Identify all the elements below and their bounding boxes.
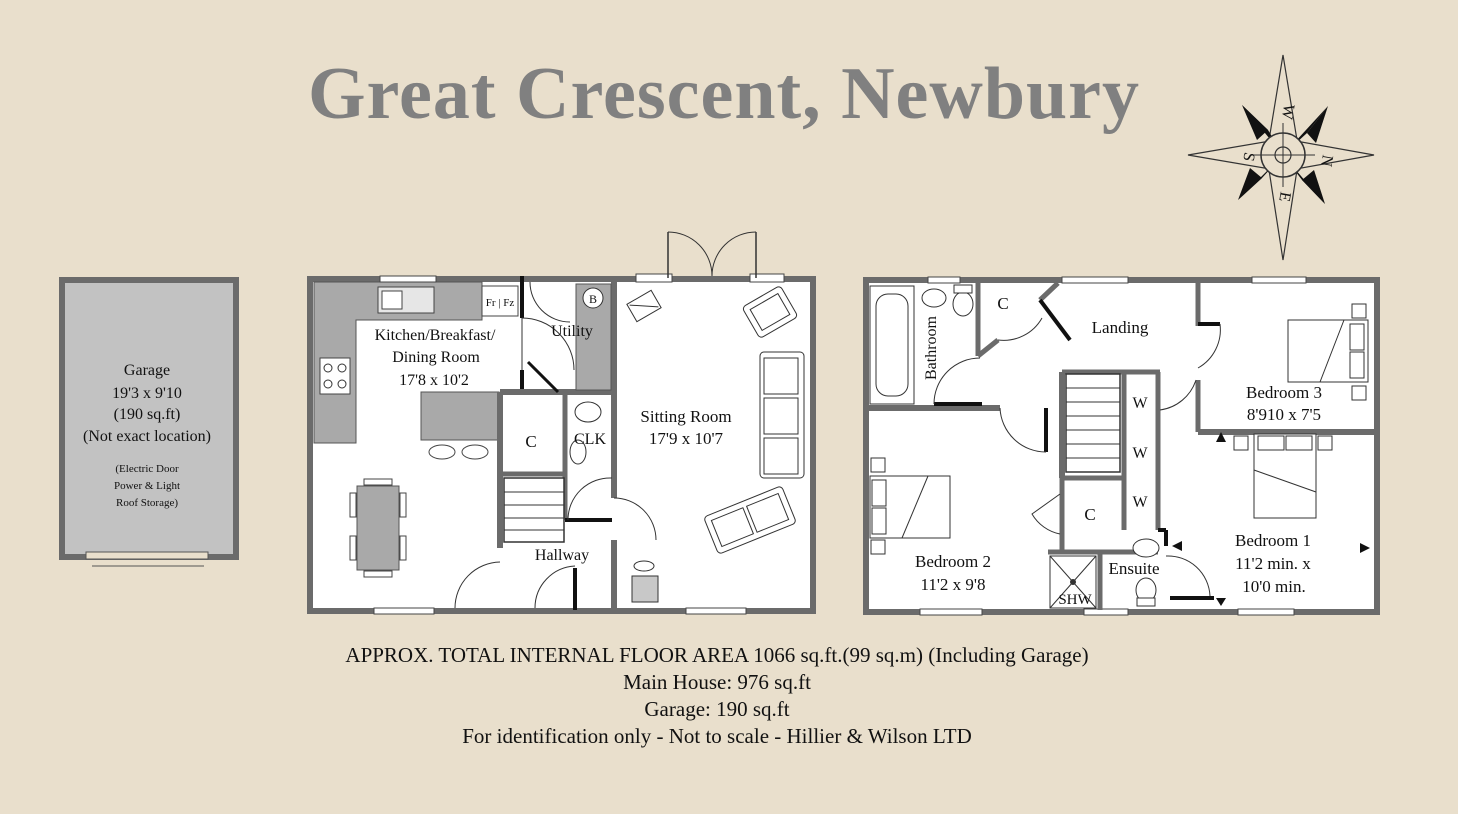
kitchen-size: 17'8 x 10'2 bbox=[399, 372, 469, 389]
wardrobe-label-2: W bbox=[1132, 445, 1148, 462]
bedroom1-label: Bedroom 1 bbox=[1235, 531, 1311, 550]
sitting-room-size: 17'9 x 10'7 bbox=[649, 429, 724, 448]
landing-label: Landing bbox=[1092, 318, 1149, 337]
ground-cupboard-label: C bbox=[525, 432, 536, 451]
first-cupboard-top-label: C bbox=[997, 294, 1008, 313]
stool-icon bbox=[428, 444, 456, 460]
sofa-icon bbox=[759, 351, 805, 479]
garage-door bbox=[85, 551, 209, 560]
bed-icon bbox=[869, 457, 951, 555]
disclaimer-line: For identification only - Not to scale -… bbox=[462, 724, 972, 748]
basin-icon bbox=[921, 288, 947, 308]
page-title: Great Crescent, Newbury bbox=[307, 53, 1140, 135]
wardrobe-label-1: W bbox=[1132, 395, 1148, 412]
garage-name: Garage bbox=[124, 362, 170, 379]
kitchen-label-2: Dining Room bbox=[392, 349, 480, 366]
ensuite-label: Ensuite bbox=[1109, 559, 1160, 578]
hob-icon bbox=[319, 357, 351, 395]
fridge-freezer-icon bbox=[481, 285, 519, 317]
arrow-down-icon bbox=[1216, 598, 1226, 606]
kitchen-label-1: Kitchen/Breakfast/ bbox=[375, 327, 496, 344]
first-floor-stairs bbox=[1065, 373, 1121, 473]
fridge-freezer-label: Fr | Fz bbox=[486, 297, 515, 309]
compass-e-label: E bbox=[1275, 190, 1293, 203]
kitchen-counter bbox=[313, 281, 483, 444]
lamp-table-icon bbox=[631, 560, 659, 603]
arrow-right-icon bbox=[1360, 543, 1370, 553]
clk-label: CLK bbox=[574, 431, 606, 448]
arrow-up-icon bbox=[1216, 432, 1226, 442]
hallway-label: Hallway bbox=[535, 547, 589, 564]
compass-s-label: S bbox=[1239, 151, 1257, 163]
dining-table-icon bbox=[356, 485, 400, 571]
basin-icon bbox=[569, 439, 587, 465]
compass-n-label: N bbox=[1317, 154, 1336, 169]
utility-label: Utility bbox=[551, 323, 593, 340]
toilet-icon bbox=[574, 401, 602, 423]
garage-extra-1: (Electric Door bbox=[115, 463, 179, 475]
ground-stairs bbox=[503, 477, 565, 543]
main-house-area-line: Main House: 976 sq.ft bbox=[623, 670, 811, 694]
bedroom3-size: 8'910 x 7'5 bbox=[1247, 405, 1321, 424]
bedroom3-label: Bedroom 3 bbox=[1246, 383, 1322, 402]
bedroom1-size-1: 11'2 min. x bbox=[1235, 554, 1311, 573]
bed-icon bbox=[1233, 433, 1333, 519]
garage-note: (Not exact location) bbox=[83, 428, 211, 445]
toilet-icon bbox=[952, 291, 974, 317]
garage-area-line: Garage: 190 sq.ft bbox=[644, 697, 790, 721]
lamp-icon bbox=[626, 289, 662, 323]
shower-icon bbox=[1049, 555, 1097, 609]
wardrobe-label-3: W bbox=[1132, 494, 1148, 511]
garage-extra-2: Power & Light bbox=[114, 480, 180, 492]
basin-icon bbox=[1132, 538, 1160, 558]
armchair-icon bbox=[742, 286, 798, 338]
compass-rose-icon: W N E S bbox=[1187, 54, 1375, 261]
loveseat-icon bbox=[704, 486, 796, 554]
bed-icon bbox=[1287, 303, 1369, 401]
total-area-line: APPROX. TOTAL INTERNAL FLOOR AREA 1066 s… bbox=[345, 643, 1089, 667]
bedroom2-size: 11'2 x 9'8 bbox=[921, 575, 986, 594]
bedroom1-size-2: 10'0 min. bbox=[1242, 577, 1306, 596]
sitting-room-label: Sitting Room bbox=[640, 407, 731, 426]
ground-floor-plan: Fr | Fz B bbox=[307, 231, 816, 615]
first-floor-plan: Bathroom C Landing Bedroom 3 8'910 x 7'5… bbox=[863, 276, 1380, 616]
garage-area: (190 sq.ft) bbox=[114, 406, 181, 423]
kitchen-island bbox=[420, 391, 500, 441]
first-cupboard-mid-label: C bbox=[1084, 505, 1095, 524]
bathroom-label: Bathroom bbox=[923, 315, 940, 380]
bathtub-icon bbox=[869, 285, 915, 405]
compass-w-label: W bbox=[1278, 103, 1298, 122]
garage-plan: Garage 19'3 x 9'10 (190 sq.ft) (Not exac… bbox=[59, 277, 239, 567]
stool-icon bbox=[461, 444, 489, 460]
boiler-label: B bbox=[589, 292, 597, 306]
shower-label: SHW bbox=[1058, 592, 1092, 608]
arrow-left-icon bbox=[1172, 541, 1182, 551]
floor-area-summary: APPROX. TOTAL INTERNAL FLOOR AREA 1066 s… bbox=[0, 642, 1434, 750]
garage-size: 19'3 x 9'10 bbox=[112, 385, 182, 402]
boiler-icon bbox=[582, 287, 604, 309]
garage-extra-3: Roof Storage) bbox=[116, 497, 178, 509]
bedroom2-label: Bedroom 2 bbox=[915, 552, 991, 571]
